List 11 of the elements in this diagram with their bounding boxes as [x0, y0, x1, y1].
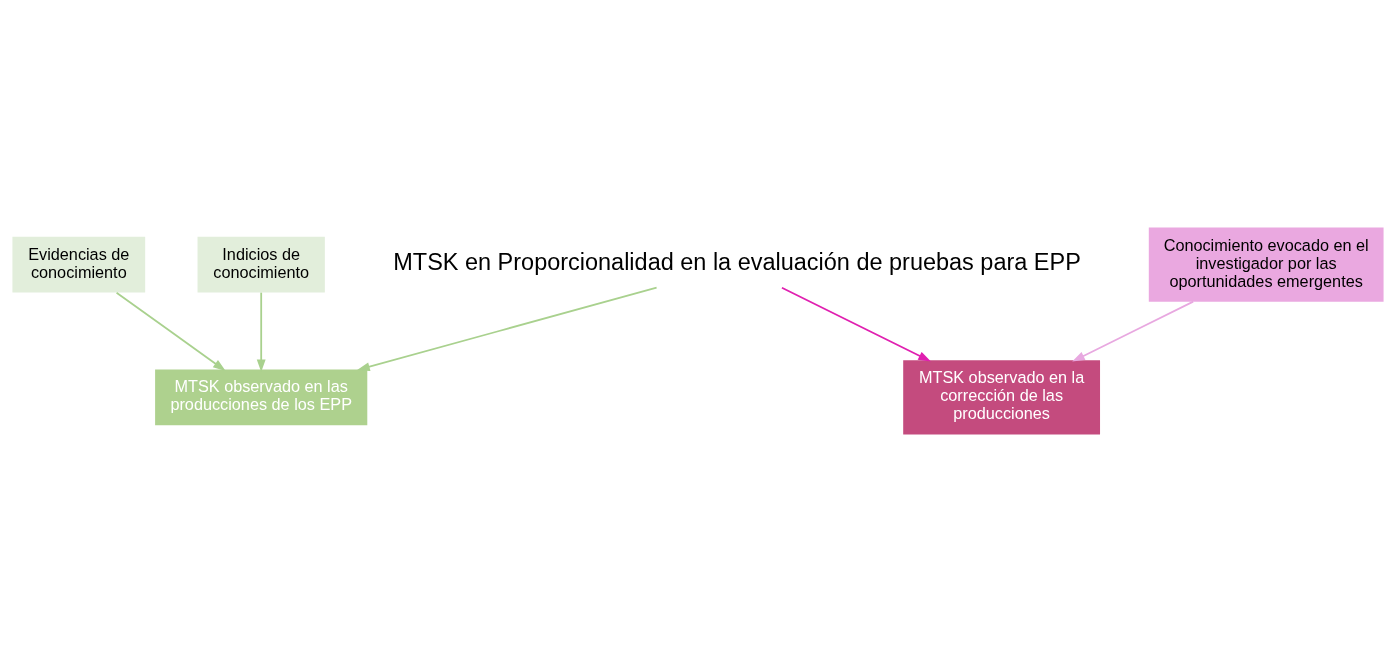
arrow	[1072, 300, 1195, 362]
node-box: Conocimiento evocado en el investigador por las oportunidades emergentes	[1148, 227, 1384, 302]
node-box: MTSK observado en la corrección de las producciones	[903, 360, 1101, 435]
node-box: MTSK observado en las producciones de los EPP	[155, 369, 368, 426]
arrow	[256, 291, 266, 373]
arrow	[115, 291, 226, 371]
node-box: Indicios de conocimiento	[197, 236, 325, 293]
arrow	[357, 286, 658, 371]
node-text: MTSK en Proporcionalidad en la evaluación de pruebas para EPP	[393, 249, 1081, 276]
node-box: Evidencias de conocimiento	[12, 236, 146, 293]
arrow	[781, 286, 931, 362]
